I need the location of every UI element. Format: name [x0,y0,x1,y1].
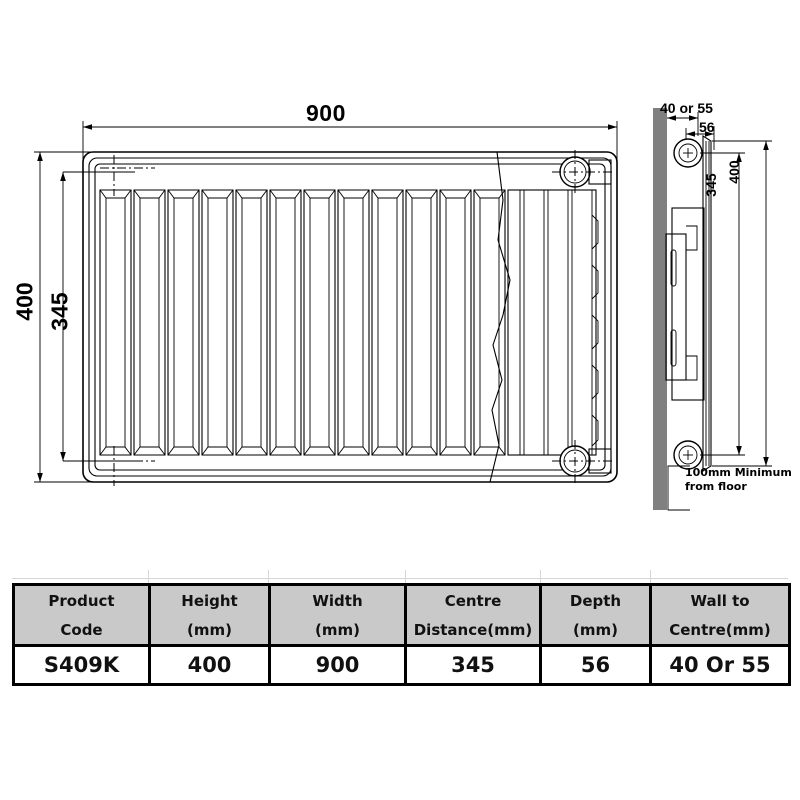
fin [167,189,200,456]
wall-to-centre-label: 40 or 55 [660,100,713,116]
front-right-panel [507,189,599,456]
width-dimension-900 [82,121,618,168]
header-cell-product: Product [12,583,151,615]
cell-width: 900 [268,644,407,686]
sheet-guide-line [268,570,269,584]
table-header-row-2: Code (mm) (mm) Distance(mm) (mm) Centre(… [12,615,791,647]
front-centre-distance-label: 345 [46,292,73,331]
header-cell-depth-unit: (mm) [539,615,652,647]
header-cell-centre-distance-unit: Distance(mm) [404,615,542,647]
side-top-valve [673,138,703,168]
header-cell-depth: Depth [539,583,652,615]
front-height-dimension-label: 400 [11,282,38,321]
fin [337,189,370,456]
header-cell-height-unit: (mm) [148,615,271,647]
top-right-valve [552,150,612,196]
specification-table: Product Height Width Centre Depth Wall t… [12,583,791,686]
sheet-guide-line [148,570,149,584]
front-fin-group [99,189,506,456]
side-centre-distance-345 [700,152,745,456]
sheet-guide-line [405,570,406,584]
specification-table-container: Product Height Width Centre Depth Wall t… [12,583,791,686]
cell-depth: 56 [539,644,652,686]
fin [133,189,166,456]
floor-clearance-bracket [667,465,690,511]
side-bottom-valve [673,440,703,470]
height-dimension-400 [34,151,95,483]
bottom-right-valve [552,440,612,484]
fin [235,189,268,456]
centre-distance-dimension-345 [60,171,135,462]
cell-height: 400 [148,644,271,686]
sheet-guide-line [540,570,541,584]
header-cell-code: Code [12,615,151,647]
bottom-left-centre-mark [100,446,155,486]
top-left-centre-mark [100,155,155,196]
wall-hatch [653,108,667,510]
floor-clearance-note: 100mm Minimum from floor [685,466,792,494]
cell-centre-distance: 345 [404,644,542,686]
header-cell-width: Width [268,583,407,615]
cell-product-code: S409K [12,644,151,686]
fin [201,189,234,456]
break-line [489,151,511,483]
depth-dimension-label: 56 [699,119,715,135]
fin [99,189,132,456]
fin [473,189,506,456]
floor-clearance-note-line1: 100mm Minimum [685,466,792,479]
fin [371,189,404,456]
side-height-dimension-label: 400 [726,160,742,184]
sheet-guide-line [12,578,788,579]
floor-clearance-note-line2: from floor [685,479,747,493]
table-row: S409K 400 900 345 56 40 Or 55 [12,644,791,686]
width-dimension-label: 900 [306,100,346,126]
front-casing-inner-line [88,157,612,477]
fin [269,189,302,456]
cell-wall-to-centre: 40 Or 55 [649,644,791,686]
side-centre-distance-label: 345 [703,173,719,197]
front-outer-casing [82,151,618,483]
sheet-guide-line [650,570,651,584]
radiator-technical-drawing: .ln { stroke:#000; fill:none; stroke-wid… [34,108,772,511]
fin [405,189,438,456]
side-panel-body [665,135,712,472]
header-cell-centre: Centre [404,583,542,615]
front-view-group [34,121,618,486]
side-view-group [653,108,772,511]
header-cell-wall-to-centre-unit: Centre(mm) [649,615,791,647]
header-cell-height: Height [148,583,271,615]
fin [439,189,472,456]
fin [303,189,336,456]
side-height-dimension-400 [712,140,772,467]
header-cell-width-unit: (mm) [268,615,407,647]
table-header-row-1: Product Height Width Centre Depth Wall t… [12,583,791,615]
header-cell-wall-to: Wall to [649,583,791,615]
front-grille-frame [94,163,606,471]
